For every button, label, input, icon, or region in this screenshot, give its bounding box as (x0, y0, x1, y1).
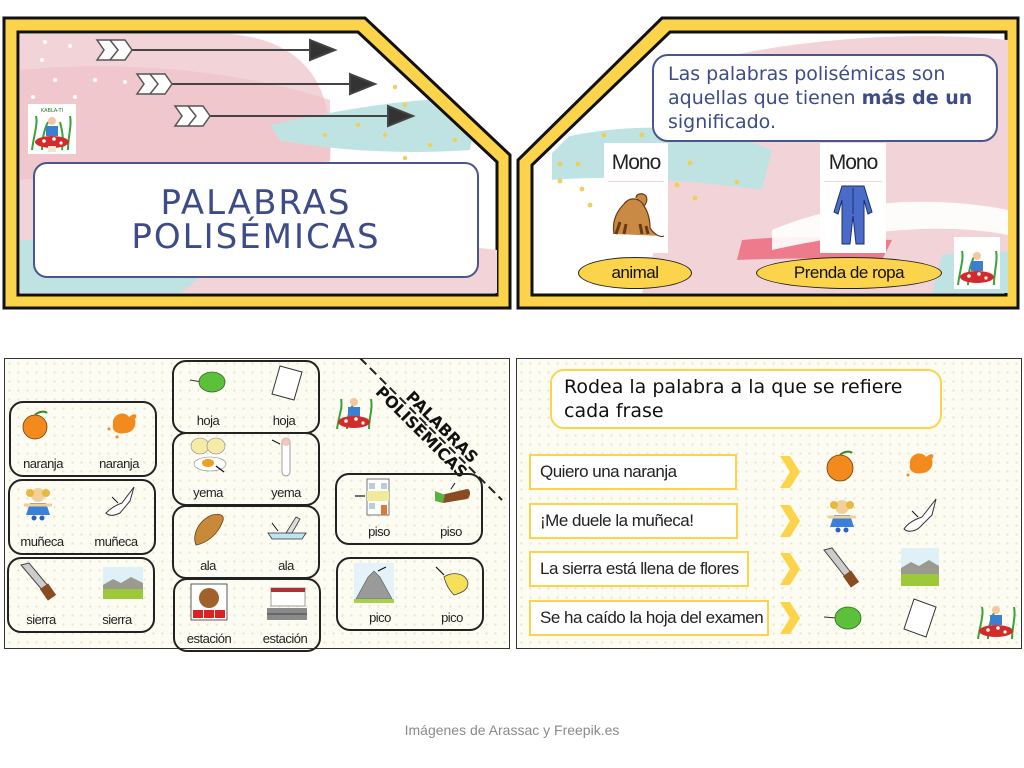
monkey-icon (612, 193, 665, 238)
chevron-right-icon (780, 456, 800, 488)
logo-icon (333, 387, 375, 433)
wrist-icon[interactable] (900, 497, 940, 537)
chevron-right-icon (780, 505, 800, 537)
sentence-box: La sierra está llena de flores (529, 551, 749, 587)
sentence-box: Quiero una naranja (529, 454, 737, 490)
logo-icon (954, 237, 1000, 289)
pair-label-left: naranja (23, 456, 63, 471)
instruction-box: Rodea la palabra a la que se refiere cad… (550, 369, 942, 429)
fingertip-icon (271, 437, 291, 477)
pair-card-pico: pico pico (336, 557, 484, 631)
plane-wing-icon (267, 516, 307, 540)
pair-card-muneca: muñeca muñeca (8, 479, 156, 555)
example-word: Mono (611, 151, 662, 174)
autumn-season-icon (190, 583, 228, 621)
pair-label-right: ala (278, 558, 294, 573)
pair-card-yema: yema yema (172, 432, 320, 506)
orange-splash-icon[interactable] (902, 447, 938, 481)
step-on-icon (435, 482, 470, 503)
title-box: PALABRAS POLISÉMICAS (33, 162, 479, 278)
pair-label-right: pico (441, 610, 463, 625)
pair-label-right: sierra (102, 612, 132, 627)
title-line-2: POLISÉMICAS (131, 217, 381, 257)
pair-label-left: yema (193, 485, 223, 500)
pair-label-right: piso (440, 524, 462, 539)
orange-splash-icon (107, 413, 137, 439)
logo-icon: KABLA-TI (28, 104, 76, 154)
pair-label-left: muñeca (20, 534, 64, 549)
pair-label-right: estación (262, 631, 308, 646)
pair-card-estacion: estación estación (173, 578, 321, 652)
example-word: Mono (828, 151, 879, 174)
leaf-icon (189, 371, 226, 393)
saw-icon[interactable] (822, 546, 862, 588)
svg-text:KABLA-TI: KABLA-TI (41, 108, 63, 114)
definition-text: Las palabras polisémicas son aquellas qu… (668, 63, 973, 133)
train-station-icon (267, 587, 307, 620)
arrow-icon (135, 72, 378, 96)
arrow-icon (95, 38, 338, 62)
pair-card-hoja: hoja hoja (172, 360, 320, 434)
diagonal-dashed-line (359, 358, 503, 501)
arrow-icon (173, 104, 416, 128)
pair-label-left: piso (368, 524, 390, 539)
mountain-peak-icon (354, 563, 394, 603)
pair-label-right: hoja (272, 413, 296, 428)
meaning-oval-clothing: Prenda de ropa (756, 257, 942, 289)
egg-yolk-icon (190, 437, 227, 473)
instruction-text: Rodea la palabra a la que se refiere cad… (564, 376, 903, 422)
logo-icon (974, 593, 1018, 643)
meaning-label: animal (611, 263, 659, 282)
pair-label-left: sierra (26, 612, 56, 627)
meaning-label: Prenda de ropa (793, 263, 905, 282)
title-line-1: PALABRAS (160, 183, 352, 223)
mountain-range-icon[interactable] (901, 548, 939, 586)
orange-fruit-icon (22, 410, 48, 440)
pair-label-right: yema (271, 485, 301, 500)
pair-label-left: pico (369, 610, 391, 625)
wrist-icon (105, 486, 135, 516)
mountain-range-icon (103, 567, 143, 599)
pair-card-ala: ala ala (172, 505, 320, 579)
slide-definition: Las palabras polisémicas son aquellas qu… (512, 0, 1024, 320)
pair-card-sierra: sierra sierra (7, 557, 155, 633)
wing-icon (194, 513, 224, 546)
doll-icon[interactable] (824, 497, 860, 535)
slide-word-pairs (4, 358, 510, 649)
doll-icon (24, 488, 52, 521)
orange-fruit-icon[interactable] (824, 449, 858, 483)
overalls-icon (833, 185, 873, 245)
building-floor-icon (355, 478, 390, 516)
meaning-oval-animal: animal (578, 257, 692, 289)
paper-sheet-icon[interactable] (902, 597, 940, 639)
example-card-clothing: Mono (820, 143, 886, 253)
sentence-box: Se ha caído la hoja del examen (529, 600, 769, 636)
definition-box: Las palabras polisémicas son aquellas qu… (652, 54, 998, 142)
sentence-box: ¡Me duele la muñeca! (529, 503, 738, 539)
leaf-icon[interactable] (822, 603, 862, 633)
slide-title: KABLA-TI PALABRAS POLISÉMICAS (0, 0, 512, 320)
chevron-right-icon (780, 553, 800, 585)
saw-icon (20, 562, 57, 601)
pair-label-left: ala (200, 558, 216, 573)
pair-label-left: hoja (196, 413, 220, 428)
pair-label-right: muñeca (94, 534, 138, 549)
paper-sheet-icon (271, 365, 303, 401)
beak-icon (435, 566, 469, 596)
example-card-animal: Mono (604, 143, 668, 253)
chevron-right-icon (780, 602, 800, 634)
image-credit: Imágenes de Arassac y Freepik.es (404, 722, 620, 738)
pair-label-right: naranja (99, 456, 139, 471)
pair-card-naranja: naranja naranja (9, 401, 157, 477)
pair-card-piso: piso piso (335, 473, 483, 545)
pair-label-left: estación (186, 631, 232, 646)
